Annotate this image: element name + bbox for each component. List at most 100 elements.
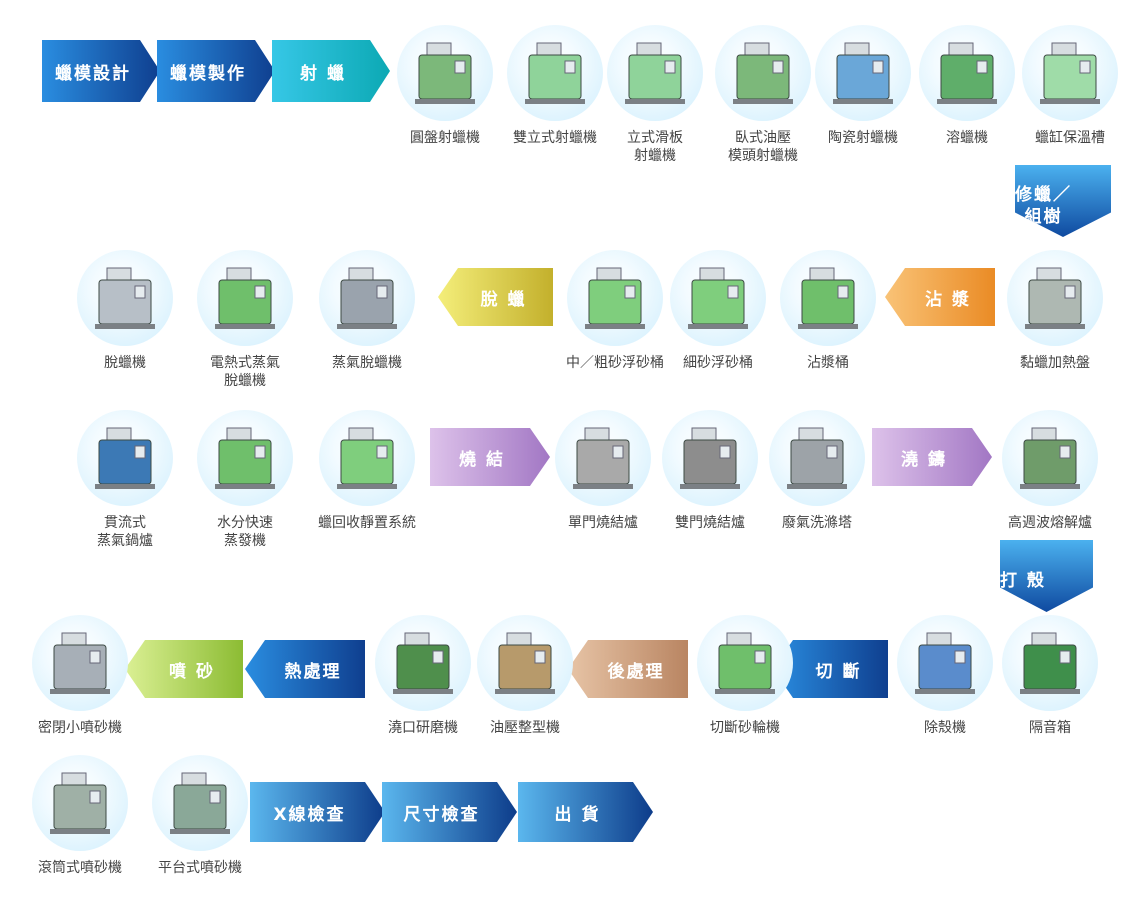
induction-furnace-icon xyxy=(1002,410,1098,506)
process-arrow-a16: 出 貨 xyxy=(518,782,653,842)
machine-label: 細砂浮砂桶 xyxy=(683,355,753,371)
machine-item: 溶蠟機 xyxy=(912,25,1022,147)
machine-item: 蠟回收靜置系統 xyxy=(312,410,422,532)
machine-label: 蠟回收靜置系統 xyxy=(318,515,416,531)
machine-label: 沾漿桶 xyxy=(807,355,849,371)
rotary-wax-injector-icon xyxy=(397,25,493,121)
process-arrow-a4: 修蠟／ 組樹 xyxy=(1015,165,1111,237)
machine-label: 密閉小噴砂機 xyxy=(38,720,122,736)
machine-item: 蒸氣脫蠟機 xyxy=(312,250,422,372)
machine-item: 平台式噴砂機 xyxy=(145,755,255,877)
gas-scrubber-tower-icon xyxy=(769,410,865,506)
machine-item: 澆口研磨機 xyxy=(368,615,478,737)
machine-item: 電熱式蒸氣 脫蠟機 xyxy=(190,250,300,390)
machine-label: 廢氣洗滌塔 xyxy=(782,515,852,531)
machine-item: 單門燒結爐 xyxy=(548,410,658,532)
machine-label: 單門燒結爐 xyxy=(568,515,638,531)
machine-label: 陶瓷射蠟機 xyxy=(828,130,898,146)
machine-label: 雙立式射蠟機 xyxy=(513,130,597,146)
process-arrow-a8: 澆 鑄 xyxy=(872,428,992,486)
process-arrow-a6: 脫 蠟 xyxy=(438,268,553,326)
horizontal-hydraulic-wax-injector-icon xyxy=(715,25,811,121)
machine-label: 蠟缸保溫槽 xyxy=(1035,130,1105,146)
machine-label: 切斷砂輪機 xyxy=(710,720,780,736)
sandblast-cabinet-icon xyxy=(32,615,128,711)
machine-label: 中／粗砂浮砂桶 xyxy=(566,355,664,371)
machine-item: 中／粗砂浮砂桶 xyxy=(560,250,670,372)
machine-label: 圓盤射蠟機 xyxy=(410,130,480,146)
machine-label: 貫流式 蒸氣鍋爐 xyxy=(97,515,153,549)
double-door-kiln-icon xyxy=(662,410,758,506)
vertical-slide-wax-injector-icon xyxy=(607,25,703,121)
machine-label: 隔音箱 xyxy=(1029,720,1071,736)
machine-item: 臥式油壓 模頭射蠟機 xyxy=(708,25,818,165)
fine-sand-fluid-bed-icon xyxy=(670,250,766,346)
fast-evaporator-icon xyxy=(197,410,293,506)
coarse-sand-fluid-bed-icon xyxy=(567,250,663,346)
soundproof-box-icon xyxy=(1002,615,1098,711)
machine-item: 高週波熔解爐 xyxy=(995,410,1105,532)
wax-recovery-system-icon xyxy=(319,410,415,506)
hydraulic-press-icon xyxy=(477,615,573,711)
machine-label: 澆口研磨機 xyxy=(388,720,458,736)
process-arrow-a2: 蠟模製作 xyxy=(157,40,275,102)
machine-label: 平台式噴砂機 xyxy=(158,860,242,876)
electric-steam-dewax-icon xyxy=(197,250,293,346)
machine-item: 密閉小噴砂機 xyxy=(25,615,135,737)
machine-item: 油壓整型機 xyxy=(470,615,580,737)
machine-label: 電熱式蒸氣 脫蠟機 xyxy=(210,355,280,389)
machine-item: 沾漿桶 xyxy=(773,250,883,372)
platform-sandblaster-icon xyxy=(152,755,248,851)
process-arrow-a11: 後處理 xyxy=(568,640,688,698)
process-arrow-a14: X線檢查 xyxy=(250,782,385,842)
steam-dewax-machine-icon xyxy=(319,250,415,346)
machine-label: 脫蠟機 xyxy=(104,355,146,371)
single-door-kiln-icon xyxy=(555,410,651,506)
machine-item: 滾筒式噴砂機 xyxy=(25,755,135,877)
machine-label: 水分快速 蒸發機 xyxy=(217,515,273,549)
machine-item: 蠟缸保溫槽 xyxy=(1015,25,1125,147)
machine-item: 隔音箱 xyxy=(995,615,1105,737)
machine-item: 細砂浮砂桶 xyxy=(663,250,773,372)
machine-item: 陶瓷射蠟機 xyxy=(808,25,918,147)
dewax-machine-icon xyxy=(77,250,173,346)
machine-label: 溶蠟機 xyxy=(946,130,988,146)
machine-label: 滾筒式噴砂機 xyxy=(38,860,122,876)
machine-label: 蒸氣脫蠟機 xyxy=(332,355,402,371)
process-arrow-a5: 沾 漿 xyxy=(885,268,995,326)
dual-vertical-wax-injector-icon xyxy=(507,25,603,121)
process-arrow-a9: 打 殼 xyxy=(1000,540,1093,612)
machine-label: 臥式油壓 模頭射蠟機 xyxy=(728,130,798,164)
sticky-wax-heating-plate-icon xyxy=(1007,250,1103,346)
process-arrow-a1: 蠟模設計 xyxy=(42,40,160,102)
machine-item: 圓盤射蠟機 xyxy=(390,25,500,147)
slurry-tank-icon xyxy=(780,250,876,346)
abrasive-cutoff-icon xyxy=(697,615,793,711)
machine-label: 除殼機 xyxy=(924,720,966,736)
process-arrow-a13: 噴 砂 xyxy=(125,640,243,698)
drum-sandblaster-icon xyxy=(32,755,128,851)
machine-item: 黏蠟加熱盤 xyxy=(1000,250,1110,372)
machine-item: 水分快速 蒸發機 xyxy=(190,410,300,550)
machine-label: 雙門燒結爐 xyxy=(675,515,745,531)
process-arrow-a12: 熱處理 xyxy=(245,640,365,698)
wax-tank-insulator-icon xyxy=(1022,25,1118,121)
gate-grinder-icon xyxy=(375,615,471,711)
machine-item: 雙門燒結爐 xyxy=(655,410,765,532)
machine-item: 雙立式射蠟機 xyxy=(500,25,610,147)
ceramic-wax-injector-icon xyxy=(815,25,911,121)
wax-melter-icon xyxy=(919,25,1015,121)
machine-label: 高週波熔解爐 xyxy=(1008,515,1092,531)
once-through-boiler-icon xyxy=(77,410,173,506)
machine-label: 黏蠟加熱盤 xyxy=(1020,355,1090,371)
process-arrow-a15: 尺寸檢查 xyxy=(382,782,517,842)
machine-item: 廢氣洗滌塔 xyxy=(762,410,872,532)
knockout-machine-icon xyxy=(897,615,993,711)
machine-item: 貫流式 蒸氣鍋爐 xyxy=(70,410,180,550)
machine-item: 除殼機 xyxy=(890,615,1000,737)
machine-label: 立式滑板 射蠟機 xyxy=(627,130,683,164)
machine-item: 切斷砂輪機 xyxy=(690,615,800,737)
machine-label: 油壓整型機 xyxy=(490,720,560,736)
process-arrow-a3: 射 蠟 xyxy=(272,40,390,102)
